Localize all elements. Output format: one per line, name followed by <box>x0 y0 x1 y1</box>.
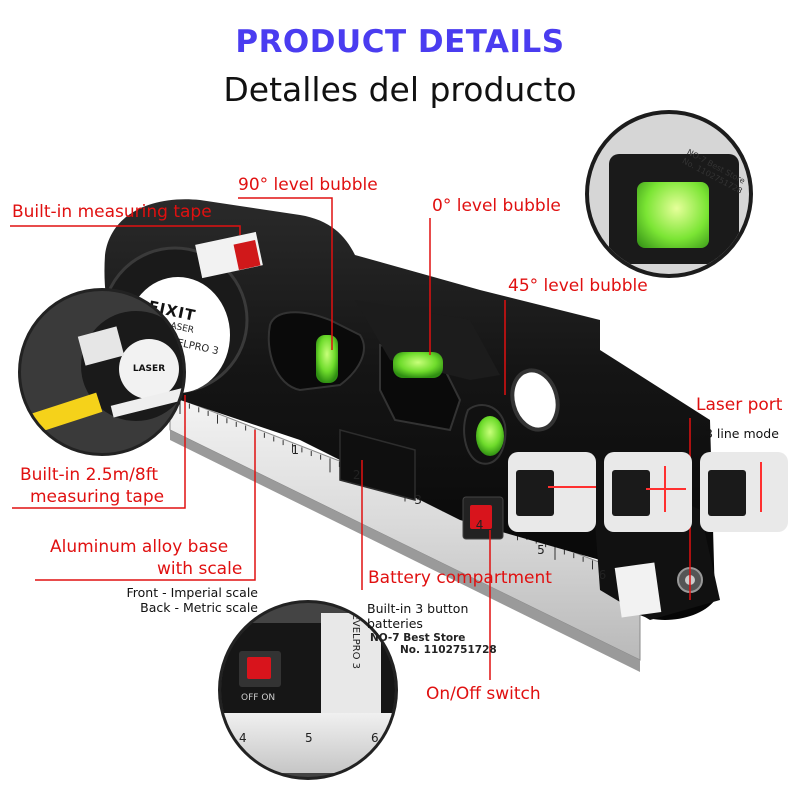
scale-number: 6 <box>598 568 607 582</box>
label-battery: Battery compartment <box>368 568 552 588</box>
note-scale-front: Front - Imperial scale <box>126 585 259 600</box>
laser-mode-horizontal <box>508 452 596 532</box>
note-battery-1: Built-in 3 button <box>367 601 469 616</box>
laser-mode-cross <box>604 452 692 532</box>
scale-number: 4 <box>475 518 484 532</box>
store-number: No. 1102751728 <box>400 644 497 656</box>
inset-switch-closeup: LEVELPRO 3 OFF ON 4 5 6 <box>218 600 398 780</box>
bubble-90-vial <box>316 335 338 383</box>
label-bubble-45: 45° level bubble <box>508 276 648 296</box>
bubble-45-vial <box>476 416 504 456</box>
label-base-1: Aluminum alloy base <box>50 537 229 557</box>
label-base-2: with scale <box>157 559 243 579</box>
bubble-0-vial <box>393 352 443 378</box>
label-laser-port: Laser port <box>696 395 783 415</box>
store-name: NO-7 Best Store <box>370 632 466 644</box>
inset-switch-brand: LEVELPRO 3 <box>350 607 362 670</box>
inset-scale-number: 5 <box>305 731 313 745</box>
scale-number: 5 <box>537 543 545 557</box>
inset-tape-closeup: LASER <box>18 288 186 456</box>
inset-scale-number: 6 <box>371 731 379 745</box>
inset-scale-number: 4 <box>239 731 247 745</box>
switch-off-label: OFF <box>241 693 259 703</box>
scale-number: 2 <box>352 468 361 482</box>
inset-tape-brand: LASER <box>119 339 179 399</box>
switch-on-label: ON <box>261 693 276 703</box>
note-scale-back: Back - Metric scale <box>140 600 258 615</box>
note-battery-2: batteries <box>367 616 423 631</box>
scale-number: 3 <box>414 493 422 507</box>
note-laser-mode: 3 line mode <box>705 426 779 441</box>
label-switch: On/Off switch <box>426 684 541 704</box>
label-tape-length-2: measuring tape <box>30 487 165 507</box>
inset-bubble-closeup: NO-7 Best Store No. 1102751728 <box>585 110 753 278</box>
label-bubble-0: 0° level bubble <box>432 196 561 216</box>
page-title: PRODUCT DETAILS <box>235 24 565 60</box>
page-subtitle: Detalles del producto <box>223 70 577 109</box>
label-bubble-90: 90° level bubble <box>238 175 378 195</box>
label-tape-length-1: Built-in 2.5m/8ft <box>20 465 159 485</box>
scale-number: 1 <box>291 443 300 457</box>
label-measuring-tape: Built-in measuring tape <box>12 202 212 222</box>
laser-mode-vertical <box>700 452 788 532</box>
